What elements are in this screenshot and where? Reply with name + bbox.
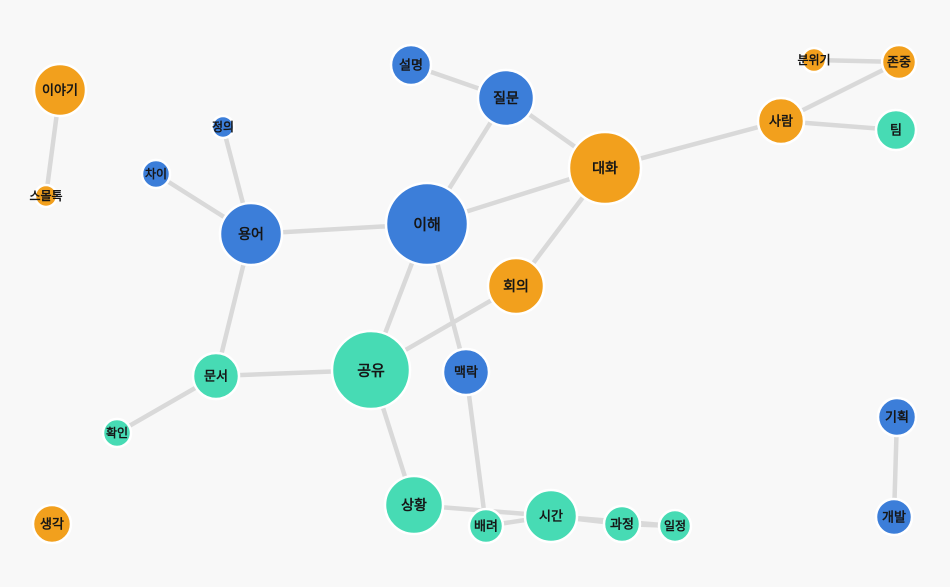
- node-circle[interactable]: [441, 347, 491, 397]
- node-circle[interactable]: [389, 43, 433, 87]
- graph-node[interactable]: 질문: [476, 68, 536, 128]
- node-circle[interactable]: [383, 474, 445, 536]
- node-circle[interactable]: [191, 351, 241, 401]
- node-circle[interactable]: [140, 158, 172, 190]
- graph-node[interactable]: 이야기: [32, 62, 88, 118]
- graph-node[interactable]: 맥락: [441, 347, 491, 397]
- graph-node[interactable]: 문서: [191, 351, 241, 401]
- node-circle[interactable]: [476, 68, 536, 128]
- node-circle[interactable]: [657, 508, 693, 544]
- graph-node[interactable]: 분위기: [797, 46, 831, 74]
- node-circle[interactable]: [756, 96, 806, 146]
- node-circle[interactable]: [523, 488, 579, 544]
- node-circle[interactable]: [467, 507, 505, 545]
- graph-node[interactable]: 용어: [218, 201, 284, 267]
- node-circle[interactable]: [800, 46, 828, 74]
- node-circle[interactable]: [33, 183, 59, 209]
- node-circle[interactable]: [101, 417, 133, 449]
- graph-node[interactable]: 회의: [486, 256, 546, 316]
- node-circle[interactable]: [330, 329, 412, 411]
- graph-node[interactable]: 기획: [876, 396, 918, 438]
- graph-node[interactable]: 차이: [140, 158, 172, 190]
- node-circle[interactable]: [874, 108, 918, 152]
- graph-node[interactable]: 과정: [602, 504, 642, 544]
- graph-node[interactable]: 이해: [384, 181, 470, 267]
- graph-node[interactable]: 스몰톡: [29, 183, 63, 209]
- graph-node[interactable]: 사람: [756, 96, 806, 146]
- node-circle[interactable]: [32, 62, 88, 118]
- graph-node[interactable]: 일정: [657, 508, 693, 544]
- graph-node[interactable]: 대화: [567, 130, 643, 206]
- node-circle[interactable]: [218, 201, 284, 267]
- graph-node[interactable]: 공유: [330, 329, 412, 411]
- graph-node[interactable]: 정의: [210, 114, 236, 140]
- graph-node[interactable]: 존중: [880, 43, 918, 81]
- graph-edge: [463, 369, 489, 529]
- node-circle[interactable]: [880, 43, 918, 81]
- graph-node[interactable]: 확인: [101, 417, 133, 449]
- node-circle[interactable]: [31, 503, 73, 545]
- graph-node[interactable]: 팀: [874, 108, 918, 152]
- node-circle[interactable]: [486, 256, 546, 316]
- node-circle[interactable]: [602, 504, 642, 544]
- graph-node[interactable]: 설명: [389, 43, 433, 87]
- node-circle[interactable]: [384, 181, 470, 267]
- graph-node[interactable]: 상황: [383, 474, 445, 536]
- graph-node[interactable]: 시간: [523, 488, 579, 544]
- graph-node[interactable]: 개발: [874, 497, 914, 537]
- graph-node[interactable]: 배려: [467, 507, 505, 545]
- node-circle[interactable]: [876, 396, 918, 438]
- node-circle[interactable]: [567, 130, 643, 206]
- node-circle[interactable]: [210, 114, 236, 140]
- graph-node[interactable]: 생각: [31, 503, 73, 545]
- node-circle[interactable]: [874, 497, 914, 537]
